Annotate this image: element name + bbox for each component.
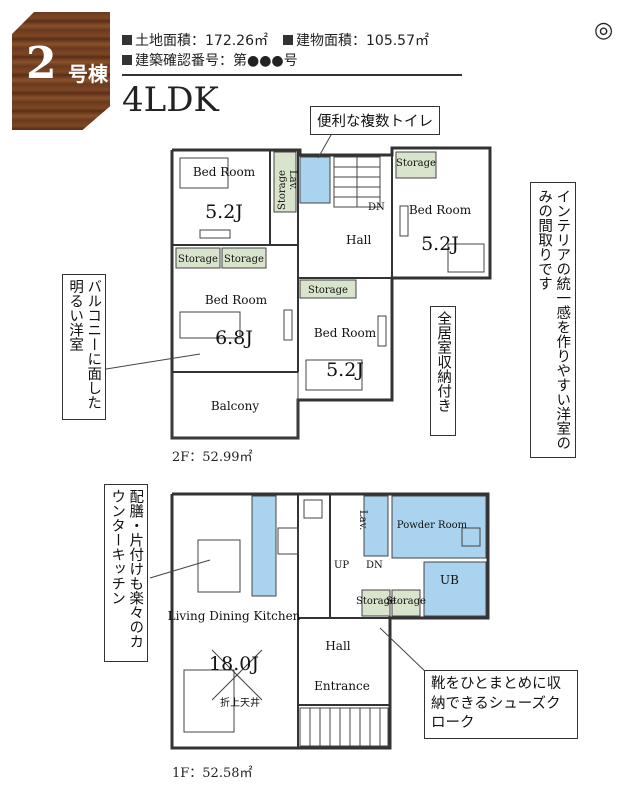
storage-1f-b: Storage bbox=[386, 596, 426, 607]
ldk-size: 18.0J bbox=[209, 653, 259, 675]
land-area: 土地面積：172.26㎡ bbox=[122, 30, 268, 50]
layout-type: 4LDK bbox=[122, 80, 219, 120]
storage-1f-a: Storage bbox=[356, 596, 396, 607]
badge-unit: 号棟 bbox=[68, 62, 108, 86]
ub-label: UB bbox=[440, 573, 459, 587]
storage-b-label: Storage bbox=[224, 254, 264, 265]
room-label-bed4: Bed Room bbox=[314, 326, 377, 340]
hall-label-1f: Hall bbox=[325, 639, 350, 653]
storage-label: Storage bbox=[277, 170, 288, 210]
ldk-label: Living Dining Kitchen bbox=[168, 609, 301, 623]
storage-c-label: Storage bbox=[308, 285, 348, 296]
floor1-plan bbox=[170, 492, 490, 750]
leader-line bbox=[379, 627, 431, 677]
callout-interior: インテリアの統一感を作りやすい洋室のみの間取りです bbox=[530, 182, 577, 458]
header-divider bbox=[122, 74, 462, 76]
dn-label-2f: DN bbox=[368, 202, 385, 213]
badge-corner bbox=[12, 12, 34, 34]
floor2-plan bbox=[170, 146, 492, 440]
up-label: UP bbox=[334, 560, 349, 571]
callout-toilets: 便利な複数トイレ bbox=[310, 106, 440, 135]
room-label-bed2: Bed Room bbox=[409, 203, 472, 217]
room-size-bed3: 6.8J bbox=[215, 327, 253, 349]
bullet-square-icon bbox=[122, 35, 132, 45]
building-number-badge: 2 号棟 bbox=[12, 12, 110, 130]
room-label-bed3: Bed Room bbox=[205, 293, 268, 307]
floor2-area-label: 2F：52.99㎡ bbox=[172, 450, 253, 465]
dn-label-1f: DN bbox=[366, 560, 383, 571]
room-size-bed4: 5.2J bbox=[326, 359, 364, 381]
storage-a-label: Storage bbox=[178, 254, 218, 265]
bullet-square-icon bbox=[283, 35, 293, 45]
badge-number: 2 bbox=[26, 38, 57, 89]
hall-label-2f: Hall bbox=[346, 233, 371, 247]
compass-north-icon: ◎ bbox=[594, 18, 614, 43]
floor1-area-label: 1F：52.58㎡ bbox=[172, 766, 253, 781]
callout-balcony-room: バルコニーに面した明るい洋室 bbox=[62, 274, 107, 420]
balcony-label: Balcony bbox=[211, 399, 259, 413]
room-size-bed2: 5.2J bbox=[421, 233, 459, 255]
building-area: 建物面積：105.57㎡ bbox=[283, 30, 429, 50]
storage-top-label: Storage bbox=[396, 158, 436, 169]
ceiling-note: 折上天井 bbox=[220, 696, 260, 709]
entrance-label: Entrance bbox=[314, 679, 370, 693]
leader-line bbox=[99, 353, 201, 371]
callout-shoe-closet: 靴をひとまとめに収納できるシューズクローク bbox=[424, 670, 578, 739]
callout-storage-all: 全居室収納付き bbox=[430, 306, 457, 436]
lav-label-2f: Lav. bbox=[287, 170, 298, 190]
room-label-bed1: Bed Room bbox=[193, 165, 256, 179]
bullet-square-icon bbox=[122, 55, 132, 65]
certification-number: 建築確認番号：第●●●号 bbox=[122, 50, 298, 70]
leader-line bbox=[149, 559, 211, 579]
room-size-bed1: 5.2J bbox=[205, 201, 243, 223]
powder-room-label: Powder Room bbox=[397, 520, 468, 531]
lav-label-1f: Lav. bbox=[357, 510, 368, 530]
callout-counter-kitchen: 配膳・片付けも楽々のカウンターキッチン bbox=[104, 484, 149, 662]
